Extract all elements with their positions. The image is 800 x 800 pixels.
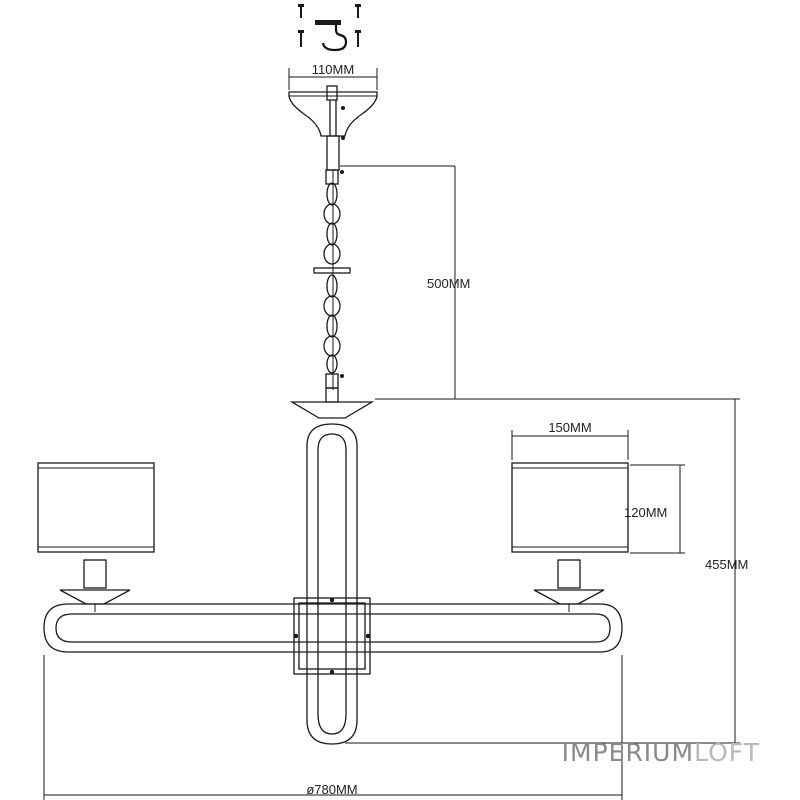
overall-diameter-label: ø780MM xyxy=(306,782,357,797)
right-lamp-shade xyxy=(511,462,629,553)
mounting-hardware xyxy=(298,4,361,52)
ceiling-canopy xyxy=(288,85,378,171)
shade-height-label: 120MM xyxy=(624,505,667,520)
screw-icon xyxy=(355,30,361,47)
canopy-width-label: 110MM xyxy=(312,62,354,77)
shade-width-dimension: 150MM xyxy=(511,420,629,460)
screw-icon xyxy=(355,4,361,18)
suspension-chain xyxy=(313,169,351,390)
horizontal-arm xyxy=(43,603,623,653)
body-height-label: 455MM xyxy=(705,557,748,572)
shade-width-label: 150MM xyxy=(548,420,591,435)
imperium-loft-logo: IMPERIUMLOFT xyxy=(562,738,760,767)
left-lamp-shade xyxy=(37,462,155,553)
shade-height-dimension: 120MM xyxy=(624,464,685,554)
top-cup xyxy=(289,387,375,419)
chain-length-dimension: 500MM xyxy=(340,165,470,400)
chain-length-label: 500MM xyxy=(427,276,470,291)
logo-part-2: LOFT xyxy=(694,738,760,767)
center-block xyxy=(293,597,371,675)
canopy-width-dimension: 110MM xyxy=(288,62,378,90)
hook-icon xyxy=(315,20,348,52)
screw-icon xyxy=(298,30,304,47)
overall-diameter-dimension: ø780MM xyxy=(43,655,623,800)
vertical-loop-frame xyxy=(306,423,358,745)
body-height-dimension: 455MM xyxy=(345,398,748,744)
left-lamp-holder xyxy=(59,559,131,612)
screw-icon xyxy=(298,4,304,18)
logo-part-1: IMPERIUM xyxy=(562,738,694,767)
right-lamp-holder xyxy=(533,559,605,612)
